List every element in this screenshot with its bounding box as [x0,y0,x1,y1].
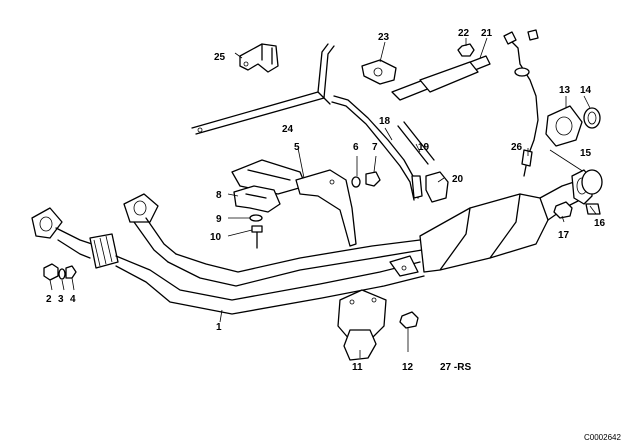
heat-shield-strap[interactable] [191,43,335,135]
part-25-bracket[interactable] [239,43,279,73]
part-6-washer[interactable] [351,176,361,188]
part-22-nut[interactable] [457,43,475,57]
part-17-nut[interactable] [553,201,573,219]
label-19: 19 [418,142,430,153]
label-11: 11 [352,362,363,373]
part-26-oxygen-sensor[interactable] [503,29,539,177]
label-27-rs: 27 -RS [440,362,471,373]
label-9: 9 [216,214,222,225]
part-7-bolt[interactable] [365,171,381,187]
part-11-rubber-mount[interactable] [337,289,387,361]
part-21-support-rail[interactable] [391,55,491,101]
label-12: 12 [402,362,414,373]
label-2: 2 [46,294,52,305]
part-3-washer[interactable] [58,268,66,280]
label-15: 15 [580,148,592,159]
label-20: 20 [452,174,464,185]
part-19-hose[interactable] [397,121,435,165]
label-4: 4 [70,294,76,305]
label-6: 6 [353,142,359,153]
label-21: 21 [481,28,493,39]
label-17: 17 [558,230,570,241]
label-7: 7 [372,142,378,153]
label-3: 3 [58,294,64,305]
label-26: 26 [511,142,523,153]
part-20-clip[interactable] [425,171,449,203]
label-24: 24 [282,124,294,135]
part-15-leader [549,149,585,173]
part-8-clamp[interactable] [233,185,281,213]
part-16-clamp-ring[interactable] [581,169,603,215]
label-23: 23 [378,32,390,43]
label-18: 18 [379,116,391,127]
part-5-bracket[interactable] [295,169,357,247]
part-12-nut[interactable] [399,311,419,329]
part-18-sensor-line[interactable] [331,95,423,201]
leader-lines [49,37,597,358]
label-10: 10 [210,232,222,243]
diagram-code: C0002642 [584,433,621,442]
part-23-rubber-mount[interactable] [361,59,397,85]
label-16: 16 [594,218,606,229]
part-2-nut[interactable] [43,263,59,281]
label-1: 1 [216,322,222,333]
label-5: 5 [294,142,300,153]
part-13-gasket[interactable] [545,105,583,147]
label-13: 13 [559,85,571,96]
label-22: 22 [458,28,470,39]
part-9-washer[interactable] [249,214,263,222]
part-labels: 25 23 22 21 13 14 24 18 26 19 15 5 6 7 2… [46,28,606,373]
part-14-seal-ring[interactable] [583,107,601,129]
part-10-bolt[interactable] [251,225,263,249]
label-8: 8 [216,190,222,201]
label-25: 25 [214,52,226,63]
part-4-nut[interactable] [65,265,77,279]
part-1-exhaust-pipe-assembly[interactable] [31,169,593,315]
label-14: 14 [580,85,592,96]
